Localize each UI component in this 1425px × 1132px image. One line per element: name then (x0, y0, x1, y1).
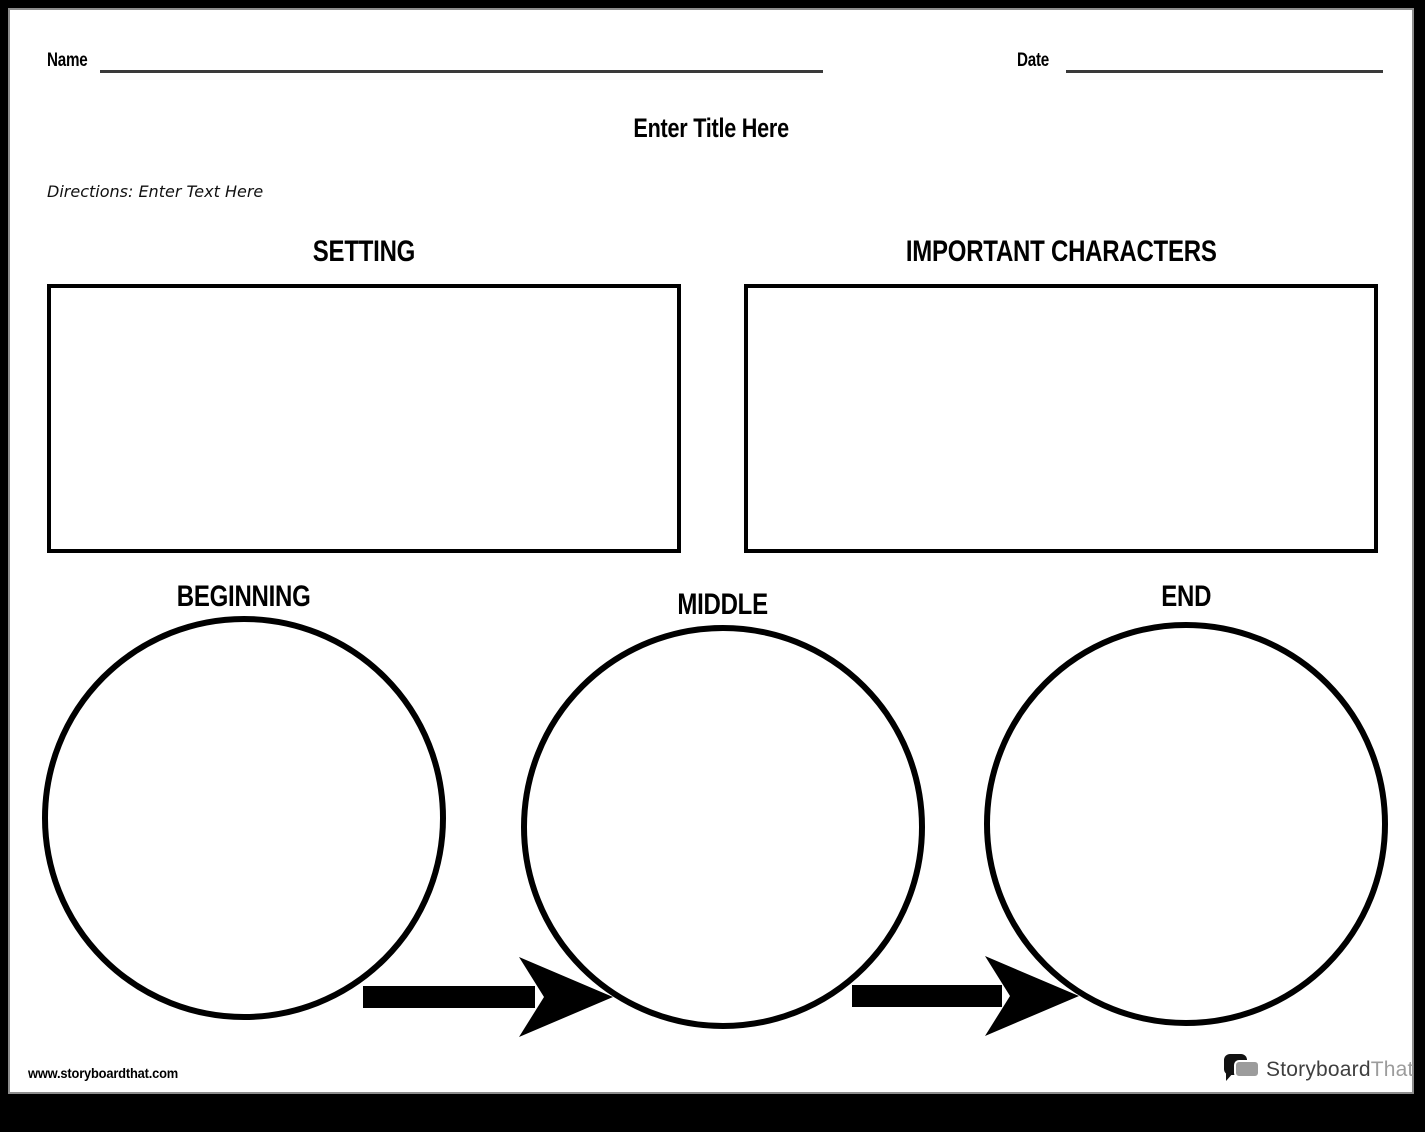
date-label: Date (1017, 50, 1049, 71)
characters-header: IMPORTANT CHARACTERS (905, 235, 1217, 268)
arrow-beginning-to-middle-icon (363, 957, 613, 1037)
footer-url: www.storyboardthat.com (28, 1065, 179, 1081)
name-input-line[interactable] (100, 70, 823, 73)
page-title[interactable]: Enter Title Here (633, 113, 789, 143)
end-circle[interactable] (984, 622, 1388, 1026)
directions-text[interactable]: Directions: Enter Text Here (47, 182, 264, 201)
storyboardthat-logo: StoryboardThat (1224, 1052, 1414, 1088)
setting-writebox[interactable] (47, 284, 681, 553)
worksheet-sheet: Name Date Enter Title Here Directions: E… (10, 10, 1414, 1092)
logo-text-primary: Storyboard (1266, 1058, 1371, 1081)
arrow-middle-to-end-icon (852, 956, 1079, 1036)
middle-circle[interactable] (521, 625, 925, 1029)
beginning-circle[interactable] (42, 616, 446, 1020)
setting-header: SETTING (312, 235, 416, 268)
speech-bubbles-icon (1224, 1052, 1260, 1088)
end-header: END (1161, 580, 1211, 613)
characters-writebox[interactable] (744, 284, 1378, 553)
logo-text-secondary: That (1370, 1058, 1414, 1081)
beginning-header: BEGINNING (177, 580, 311, 613)
date-input-line[interactable] (1066, 70, 1383, 73)
middle-header: MIDDLE (677, 588, 769, 621)
name-label: Name (47, 50, 88, 71)
